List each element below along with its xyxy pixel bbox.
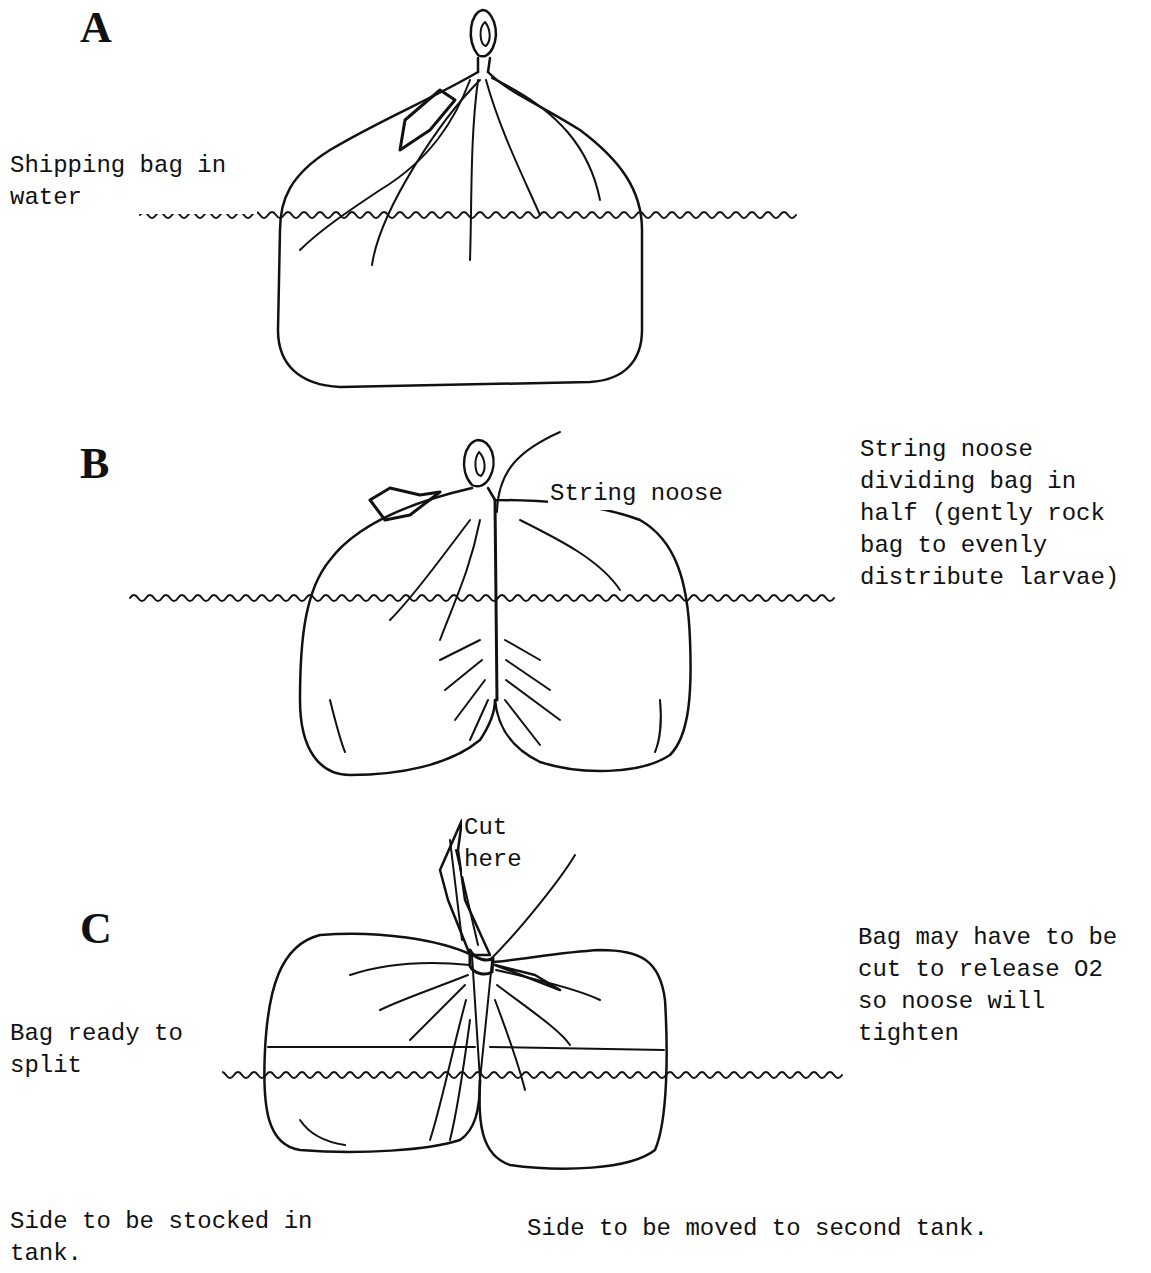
water-lines <box>90 212 842 1078</box>
shipping-bag-a <box>278 10 642 387</box>
panel-letter: A <box>78 4 142 52</box>
instruction-note: Bag may have to be cut to release O2 so … <box>856 922 1140 1050</box>
side-label: Side to be moved to second tank. <box>525 1213 1089 1245</box>
cut-label: Cut here <box>462 812 538 876</box>
panel-letter: B <box>78 440 142 488</box>
bag-label: Bag ready to split <box>8 1018 222 1082</box>
bag-label: Shipping bag in water <box>8 150 257 214</box>
instruction-note: String noose dividing bag in half (gentl… <box>858 434 1142 594</box>
noose-label: String noose <box>548 478 772 510</box>
side-label: Side to be stocked in tank. <box>8 1206 362 1270</box>
panel-letter: C <box>78 905 142 953</box>
water-line <box>130 595 834 601</box>
